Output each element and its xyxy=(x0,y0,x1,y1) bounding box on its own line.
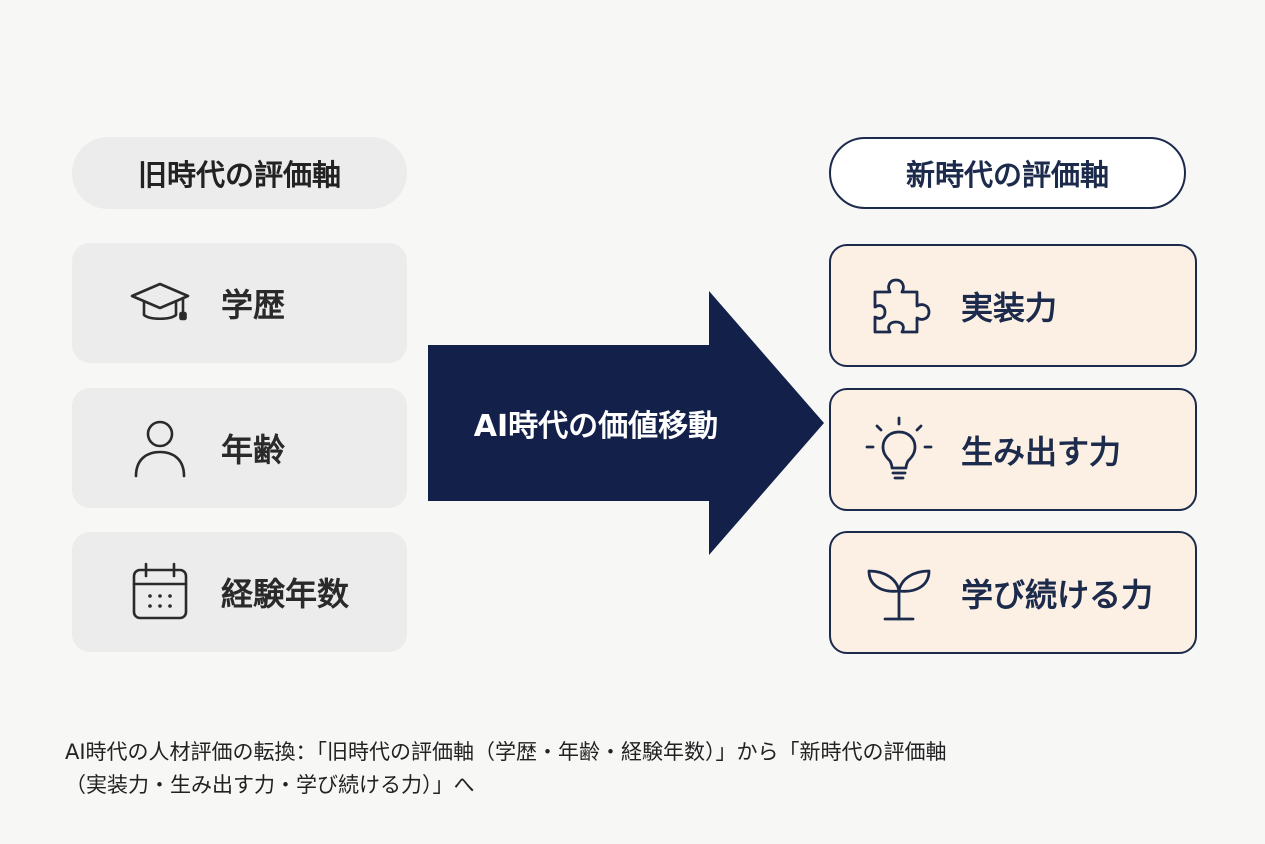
old-axis-header: 旧時代の評価軸 xyxy=(72,137,407,209)
calendar-icon xyxy=(128,560,192,624)
sprout-icon xyxy=(863,557,935,629)
caption-line-1: AI時代の人材評価の転換：「旧時代の評価軸（学歴・年齢・経験年数）」から「新時代… xyxy=(65,740,947,764)
arrow-shape xyxy=(428,291,824,555)
new-axis-item-label: 実装力 xyxy=(961,288,1058,327)
old-axis-item-education: 学歴 xyxy=(72,243,407,363)
old-axis-item-experience: 経験年数 xyxy=(72,532,407,652)
old-axis-item-label: 学歴 xyxy=(221,286,286,324)
old-axis-item-label: 年齢 xyxy=(221,431,286,469)
new-axis-item-creation: 生み出す力 xyxy=(829,388,1197,511)
graduation-cap-icon xyxy=(128,271,192,335)
new-axis-item-learning: 学び続ける力 xyxy=(829,531,1197,654)
old-axis-item-age: 年齢 xyxy=(72,388,407,508)
new-axis-item-label: 学び続ける力 xyxy=(961,575,1154,614)
new-axis-header: 新時代の評価軸 xyxy=(829,137,1186,209)
caption-line-2: （実装力・生み出す力・学び続ける力）」へ xyxy=(65,773,475,797)
lightbulb-icon xyxy=(863,414,935,486)
figure-caption: AI時代の人材評価の転換：「旧時代の評価軸（学歴・年齢・経験年数）」から「新時代… xyxy=(65,736,1215,802)
value-shift-arrow xyxy=(428,291,824,555)
old-axis-item-label: 経験年数 xyxy=(221,575,350,613)
new-axis-item-label: 生み出す力 xyxy=(961,432,1122,471)
puzzle-piece-icon xyxy=(863,270,935,342)
person-icon xyxy=(128,416,192,480)
arrow-label: AI時代の価値移動 xyxy=(473,409,719,444)
new-axis-item-implementation: 実装力 xyxy=(829,244,1197,367)
